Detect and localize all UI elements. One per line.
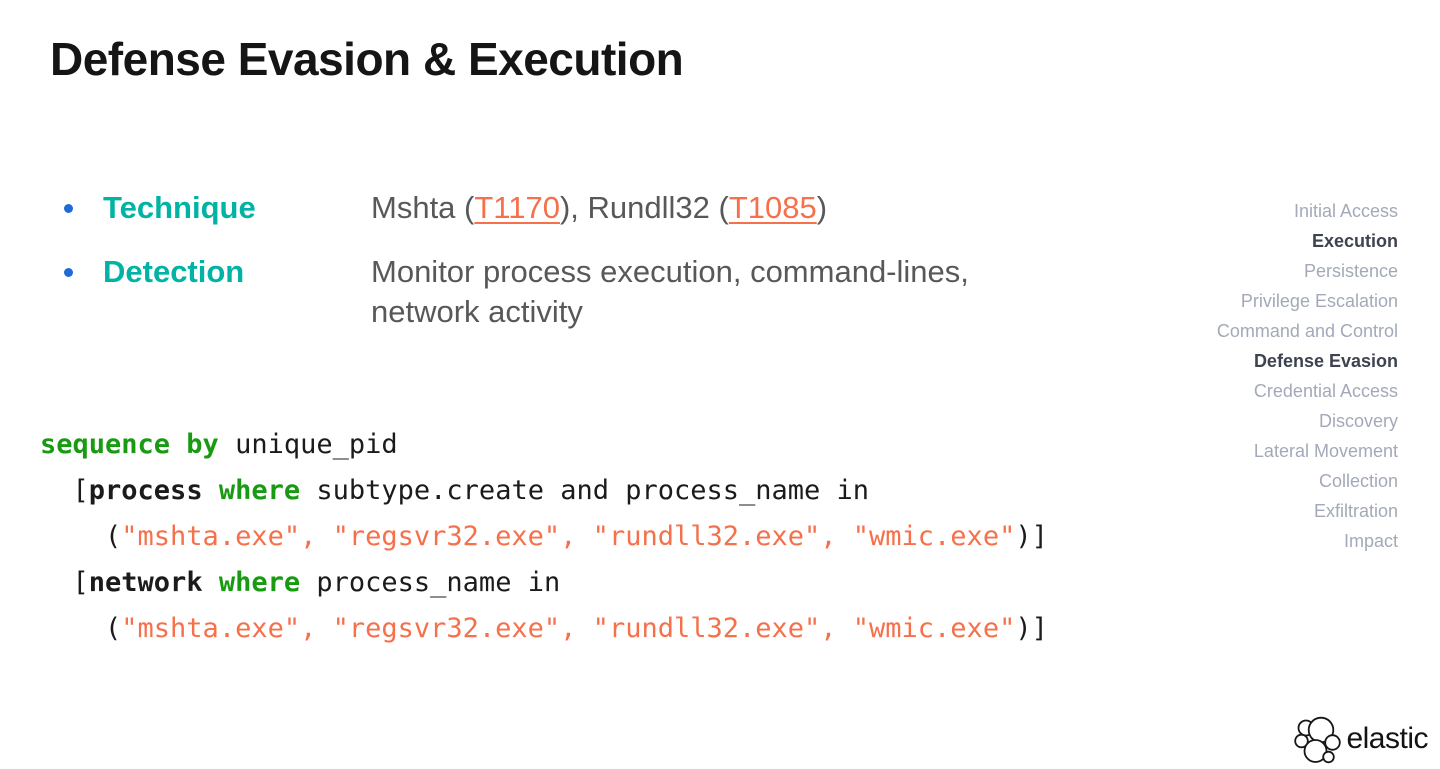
eql-line: ("mshta.exe", "regsvr32.exe", "rundll32.…	[40, 606, 1048, 652]
technique-value: Mshta (T1170), Rundll32 (T1085)	[371, 188, 1071, 228]
tactic-execution: Execution	[1311, 231, 1398, 251]
eql-text: process_name in	[300, 567, 561, 598]
elastic-logo-mark-icon	[1294, 716, 1342, 764]
mitre-link-t1085[interactable]: T1085	[728, 190, 817, 225]
tactic-initial-access: Initial Access	[1293, 201, 1398, 221]
bullet-icon	[64, 204, 73, 213]
elastic-logo: elastic	[1294, 714, 1428, 764]
eql-text: )]	[1015, 613, 1048, 644]
eql-string-list: "mshta.exe", "regsvr32.exe", "rundll32.e…	[121, 521, 1016, 552]
tactic-privilege-escalation: Privilege Escalation	[1240, 291, 1398, 311]
mitre-link-t1170[interactable]: T1170	[474, 190, 560, 225]
eql-line: [network where process_name in	[40, 560, 1048, 606]
eql-string-list: "mshta.exe", "regsvr32.exe", "rundll32.e…	[121, 613, 1016, 644]
slide-title: Defense Evasion & Execution	[50, 33, 684, 85]
detection-label: Detection	[103, 254, 245, 289]
tactic-command-and-control: Command and Control	[1216, 321, 1398, 341]
eql-text: [	[40, 475, 89, 506]
tactic-impact: Impact	[1343, 531, 1398, 551]
detection-value: Monitor process execution, command-lines…	[371, 254, 969, 329]
technique-text-suffix: )	[816, 190, 828, 225]
eql-line: sequence by unique_pid	[40, 422, 1048, 468]
eql-text: subtype.create and process_name in	[300, 475, 870, 506]
eql-text: unique_pid	[218, 429, 398, 460]
eql-keyword: where	[218, 567, 301, 598]
attack-tactics-list: Initial Access Execution Persistence Pri…	[1217, 196, 1398, 556]
tactic-collection: Collection	[1318, 471, 1398, 491]
eql-keyword: where	[218, 475, 301, 506]
elastic-logo-text: elastic	[1346, 722, 1428, 755]
technique-label: Technique	[103, 190, 256, 225]
bullet-row-detection: Detection Monitor process execution, com…	[60, 252, 1160, 332]
technique-text-prefix: Mshta (	[371, 190, 475, 225]
eql-event-type: network	[88, 567, 203, 598]
eql-event-type: process	[88, 475, 203, 506]
eql-keyword: sequence by	[40, 429, 219, 460]
eql-text: (	[40, 613, 122, 644]
bullet-row-technique: Technique Mshta (T1170), Rundll32 (T1085…	[60, 188, 1160, 228]
tactic-discovery: Discovery	[1318, 411, 1398, 431]
eql-text	[203, 567, 219, 598]
eql-text	[203, 475, 219, 506]
eql-text: [	[40, 567, 89, 598]
bullet-list: Technique Mshta (T1170), Rundll32 (T1085…	[60, 188, 1160, 356]
eql-query-block: sequence by unique_pid [process where su…	[40, 422, 1048, 652]
tactic-defense-evasion: Defense Evasion	[1253, 351, 1398, 371]
technique-text-mid: ), Rundll32 (	[559, 190, 729, 225]
tactic-credential-access: Credential Access	[1253, 381, 1398, 401]
eql-line: [process where subtype.create and proces…	[40, 468, 1048, 514]
eql-line: ("mshta.exe", "regsvr32.exe", "rundll32.…	[40, 514, 1048, 560]
bullet-icon	[64, 268, 73, 277]
eql-text: (	[40, 521, 122, 552]
eql-text: )]	[1015, 521, 1048, 552]
tactic-exfiltration: Exfiltration	[1313, 501, 1398, 521]
tactic-persistence: Persistence	[1303, 261, 1398, 281]
tactic-lateral-movement: Lateral Movement	[1253, 441, 1398, 461]
